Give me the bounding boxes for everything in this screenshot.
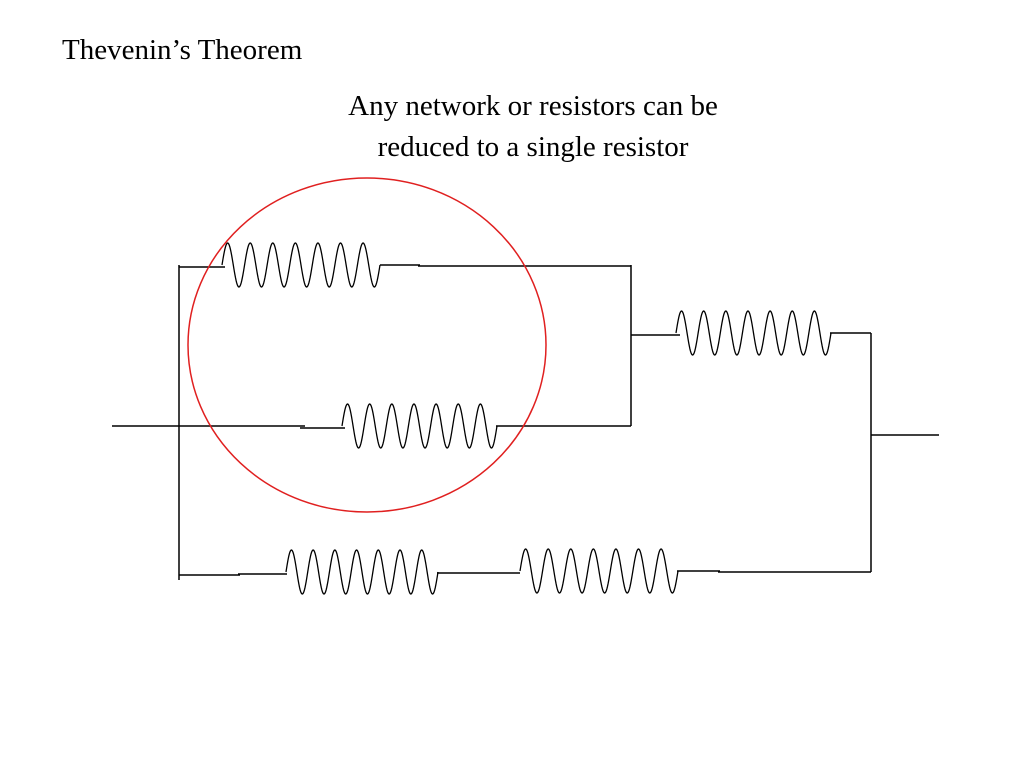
subtitle-line-1: Any network or resistors can be [348,90,718,122]
slide-title: Thevenin’s Theorem [62,34,303,66]
resistor-top [221,242,381,288]
resistor-bottom-right [519,548,679,594]
resistors [221,242,832,595]
resistor-middle [341,403,498,449]
resistor-bottom-left [285,549,439,595]
resistor-right [675,310,832,356]
subtitle-line-2: reduced to a single resistor [377,131,689,163]
highlight-circle [187,177,547,513]
circuit-wires [112,264,939,580]
slide-subtitle: Any network or resistors can be reduced … [283,86,783,168]
